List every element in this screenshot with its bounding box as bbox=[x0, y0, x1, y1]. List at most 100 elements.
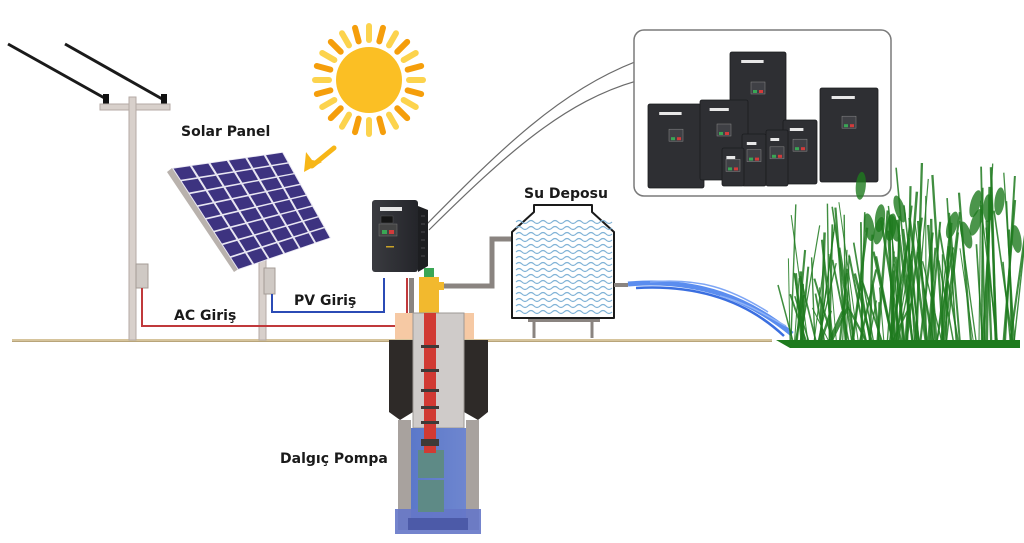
keypad-stop-key bbox=[677, 137, 681, 141]
grass-blade bbox=[938, 229, 960, 343]
reed-plume bbox=[960, 221, 973, 249]
grass-blade bbox=[889, 237, 910, 343]
label-water-tank: Su Deposu bbox=[524, 186, 608, 202]
panel-cell bbox=[229, 158, 252, 171]
sun-ray bbox=[313, 63, 334, 73]
panel-cell bbox=[278, 238, 299, 253]
pipe-clamp bbox=[421, 345, 439, 348]
grass-blade bbox=[935, 247, 955, 343]
grass-blade bbox=[1013, 243, 1024, 343]
sun-icon bbox=[312, 23, 426, 137]
reed-plume bbox=[855, 171, 866, 200]
label-submersible-pump: Dalgıç Pompa bbox=[280, 451, 388, 467]
reed-plume bbox=[983, 194, 994, 223]
irrigation-stream bbox=[627, 280, 794, 337]
grass-blade bbox=[858, 269, 878, 343]
sun-ray bbox=[352, 115, 362, 136]
grass-blade bbox=[919, 232, 934, 343]
pipe-clamp bbox=[421, 389, 439, 392]
grass-blade bbox=[794, 295, 810, 343]
panel-cell bbox=[257, 203, 279, 218]
panel-cell bbox=[247, 155, 270, 168]
panel-cell bbox=[274, 199, 295, 214]
grass-blade bbox=[777, 284, 794, 343]
sun-ray bbox=[404, 87, 425, 97]
panel-cell bbox=[310, 228, 330, 243]
panel-cell bbox=[267, 188, 289, 203]
reed-plume bbox=[945, 211, 959, 239]
grass-blade bbox=[921, 261, 943, 343]
panel-cell bbox=[247, 248, 268, 264]
panel-cell bbox=[214, 228, 237, 244]
water-wave bbox=[515, 237, 613, 243]
panel-cell bbox=[173, 166, 197, 180]
panel-cell bbox=[294, 233, 315, 248]
solar-panel bbox=[167, 152, 331, 341]
sun-ray bbox=[400, 97, 419, 110]
panel-cell bbox=[181, 178, 205, 193]
grass-blade bbox=[957, 192, 973, 343]
grass-blade bbox=[942, 211, 961, 343]
inverter-unit bbox=[819, 87, 879, 183]
keypad-stop-key bbox=[801, 147, 805, 151]
grass-blade bbox=[942, 246, 951, 343]
panel-cell bbox=[261, 177, 283, 191]
grass-blade bbox=[868, 300, 878, 343]
panel-cell bbox=[210, 160, 234, 174]
sunlight-arrow-icon bbox=[304, 145, 337, 172]
water-wave bbox=[515, 231, 613, 237]
inverter-logo bbox=[789, 128, 804, 131]
reed-plume bbox=[1010, 225, 1022, 253]
panel-cell bbox=[239, 236, 261, 252]
sun-ray bbox=[386, 111, 399, 130]
inverter-logo bbox=[726, 156, 736, 159]
panel-cell bbox=[199, 175, 223, 190]
crops-grass bbox=[776, 162, 1024, 348]
sun-ray bbox=[404, 63, 425, 73]
keypad-stop-key bbox=[850, 124, 854, 128]
panel-cell bbox=[272, 163, 294, 176]
grass-blade bbox=[831, 259, 850, 343]
grass-blade bbox=[980, 166, 986, 343]
grass-blade bbox=[985, 220, 993, 343]
panel-cell bbox=[190, 191, 213, 206]
keypad-run-key bbox=[753, 90, 757, 93]
grass-blade bbox=[993, 210, 1014, 343]
panel-cell bbox=[218, 172, 241, 186]
water-wave bbox=[515, 255, 613, 261]
panel-cell bbox=[231, 224, 253, 239]
keypad-run-key bbox=[844, 124, 848, 128]
power-pole bbox=[7, 42, 171, 341]
keypad-run-key bbox=[671, 137, 675, 141]
keypad-stop-key bbox=[778, 154, 782, 158]
grass-blade bbox=[852, 242, 871, 343]
water-wave bbox=[515, 291, 613, 297]
keypad-run-key bbox=[728, 167, 732, 171]
water-wave bbox=[515, 273, 613, 279]
grass-blade bbox=[789, 293, 808, 343]
inverter-product-callout bbox=[633, 29, 892, 197]
water-wave bbox=[515, 261, 613, 267]
water-wave bbox=[515, 279, 613, 285]
reed-plume bbox=[863, 213, 875, 242]
panel-cell bbox=[266, 152, 288, 165]
grass-blade bbox=[813, 262, 825, 343]
label-pv-input: PV Giriş bbox=[294, 293, 356, 309]
grass-blade bbox=[893, 263, 900, 343]
grass-blade bbox=[828, 224, 834, 343]
inverter-logo bbox=[659, 112, 682, 115]
inverter-logo bbox=[709, 108, 729, 111]
panel-cell bbox=[225, 184, 248, 198]
water-wave bbox=[515, 249, 613, 255]
grass-blade bbox=[1003, 172, 1016, 343]
water-wave bbox=[515, 243, 613, 249]
panel-cell bbox=[207, 187, 230, 202]
label-solar-panel: Solar Panel bbox=[181, 124, 270, 140]
panel-cell bbox=[285, 185, 306, 199]
panel-cell bbox=[192, 163, 215, 177]
panel-cell bbox=[247, 219, 269, 235]
panel-cell bbox=[287, 222, 308, 237]
panel-cell bbox=[250, 192, 272, 207]
sun-ray bbox=[319, 97, 338, 110]
grass-blade bbox=[937, 260, 955, 343]
